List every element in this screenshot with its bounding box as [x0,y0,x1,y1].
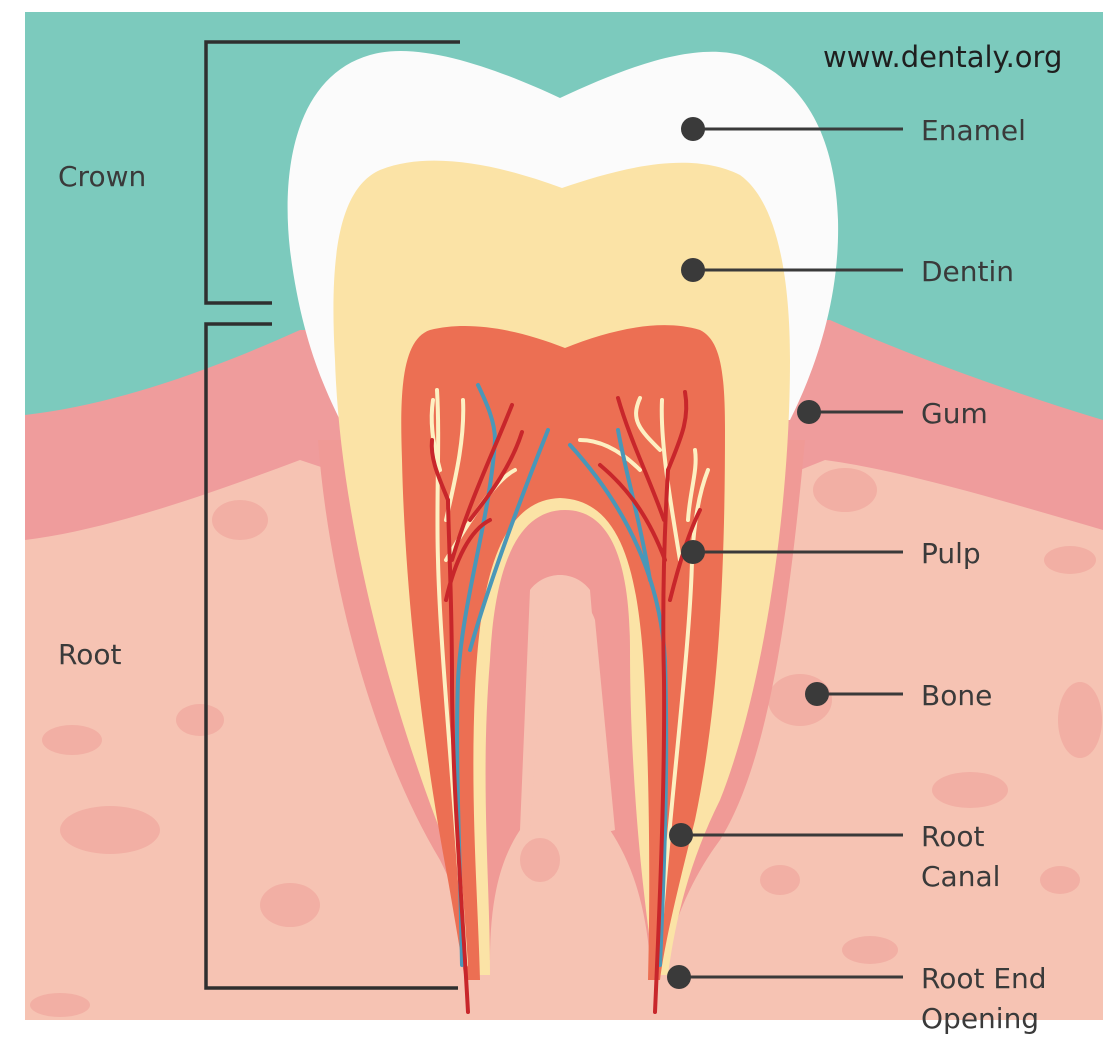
bone-label: Bone [921,679,992,712]
crown-label: Crown [58,160,146,193]
root-canal-label-line2: Canal [921,860,1000,893]
enamel-label: Enamel [921,114,1026,147]
root-end-opening-label-line1: Root End [921,962,1047,995]
root-label: Root [58,638,121,671]
pulp-label: Pulp [921,537,981,570]
root-end-opening-label-line2: Opening [921,1002,1039,1035]
watermark-text: www.dentaly.org [823,40,1062,74]
dentin-label: Dentin [921,255,1014,288]
root-canal-label-line1: Root [921,820,984,853]
gum-label: Gum [921,397,988,430]
